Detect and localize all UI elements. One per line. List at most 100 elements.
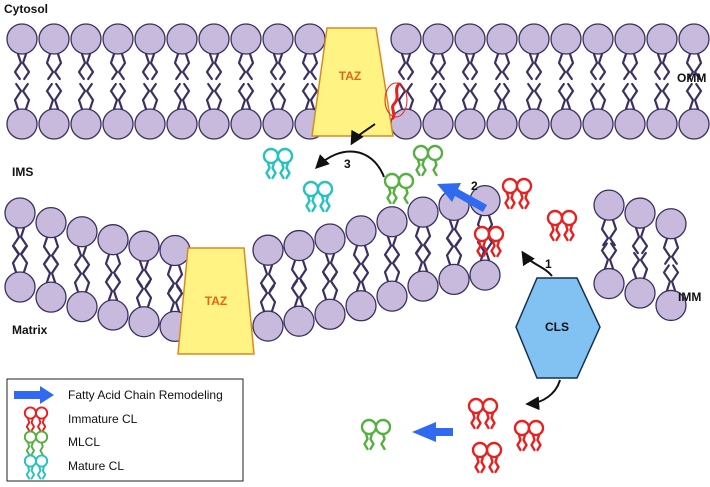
lipid-tail — [205, 82, 215, 111]
omm-label: OMM — [677, 71, 706, 85]
lipid-tail — [429, 82, 439, 111]
lipid-tail — [469, 52, 479, 81]
lipid-tail — [277, 82, 287, 111]
blue-arrow-icon — [14, 386, 54, 404]
lipid-head — [390, 108, 422, 140]
lipid-head — [102, 108, 134, 140]
lipid-tail — [661, 52, 671, 81]
lipid-tail — [533, 82, 543, 111]
lipid-head — [345, 290, 377, 322]
lipid-head — [102, 23, 134, 55]
lipid-tail — [117, 82, 127, 111]
lipid-tail — [13, 52, 23, 81]
lipid-head — [38, 108, 70, 140]
lipid-head — [407, 196, 439, 228]
lipid-head — [614, 108, 646, 140]
lipid-head — [252, 234, 284, 266]
lipid-head — [438, 263, 470, 296]
lipid-tail — [453, 238, 463, 266]
lipid-tail — [135, 280, 145, 308]
lipid-head — [97, 299, 129, 331]
lipid-tail — [45, 82, 55, 111]
mlcl-molecule — [360, 418, 392, 451]
lipid-head — [262, 23, 294, 55]
lipid-tail — [621, 82, 631, 111]
lipid-head — [159, 234, 191, 267]
mature-cl-icon — [23, 454, 49, 480]
lipid-tail — [237, 82, 247, 111]
lipid-tail — [53, 82, 63, 111]
lipid-tail — [181, 82, 191, 111]
lipid-tail — [309, 52, 319, 81]
lipid-tail — [352, 264, 362, 292]
lipid-tail — [301, 82, 311, 111]
lipid-tail — [670, 264, 680, 292]
lipid-tail — [267, 284, 277, 313]
lipid-tail — [269, 82, 279, 111]
lipid-head — [614, 23, 646, 55]
lipid-tail — [653, 52, 663, 81]
lipid-tail — [21, 52, 31, 81]
taz-outer-shape — [311, 27, 394, 137]
taz-inner-shape — [177, 247, 255, 355]
lipid-tail — [600, 242, 610, 270]
lipid-head — [422, 23, 454, 55]
lipid-tail — [85, 82, 95, 111]
lipid-tail — [391, 255, 401, 283]
lipid-head — [35, 281, 67, 313]
lipid-head — [550, 108, 582, 140]
immature-cl-glyph — [23, 406, 49, 432]
lipid-tail — [259, 284, 269, 313]
lipid-head — [314, 223, 346, 255]
legend: Fatty Acid Chain Remodeling Immature CL … — [6, 378, 244, 482]
lipid-tail — [525, 82, 535, 111]
mature-cl-molecule — [302, 180, 334, 213]
lipid-tail — [493, 82, 503, 111]
lipid-head — [655, 289, 687, 322]
lipid-tail — [53, 52, 63, 81]
lipid-head — [35, 206, 67, 239]
lipid-tail — [597, 52, 607, 81]
immature-cl-molecule — [513, 419, 545, 452]
lipid-head — [97, 224, 129, 256]
lipid-head — [486, 23, 518, 55]
lipid-head — [294, 23, 326, 55]
lipid-tail — [600, 219, 610, 247]
lipid-tail — [461, 52, 471, 81]
lipid-tail — [245, 52, 255, 81]
lipid-tail — [525, 52, 535, 81]
lipid-head — [582, 23, 614, 55]
lipid-head — [646, 23, 678, 55]
lipid-tail — [631, 251, 641, 280]
cls-output-arrow — [525, 379, 561, 411]
lipid-tail — [213, 52, 223, 81]
lipid-head — [66, 216, 98, 248]
lipid-head — [469, 259, 501, 291]
lipid-tail — [629, 82, 639, 111]
lipid-tail — [533, 52, 543, 81]
lipid-head — [314, 298, 346, 330]
lipid-tail — [693, 52, 703, 81]
lipid-head — [134, 23, 166, 55]
lipid-tail — [141, 82, 151, 111]
lipid-tail — [213, 82, 223, 111]
lipid-head — [6, 23, 38, 55]
ims-label: IMS — [12, 165, 33, 179]
lipid-head — [70, 23, 102, 55]
lipid-head — [198, 23, 230, 55]
lipid-tail — [608, 242, 618, 270]
legend-item-immature-cl: Immature CL — [68, 412, 138, 426]
cls-shape — [515, 277, 601, 379]
lipid-tail — [685, 82, 695, 111]
lipid-tail — [445, 238, 455, 266]
lipid-tail — [661, 82, 671, 111]
mlcl-icon — [23, 430, 49, 456]
lipid-head — [454, 108, 486, 140]
lipid-tail — [81, 265, 91, 293]
lipid-tail — [245, 82, 255, 111]
lipid-head — [407, 270, 439, 302]
inserted-red-acyl-chain-highlight — [384, 82, 408, 118]
lipid-tail — [42, 256, 52, 284]
lipid-head — [283, 305, 315, 337]
lipid-tail — [397, 82, 407, 111]
